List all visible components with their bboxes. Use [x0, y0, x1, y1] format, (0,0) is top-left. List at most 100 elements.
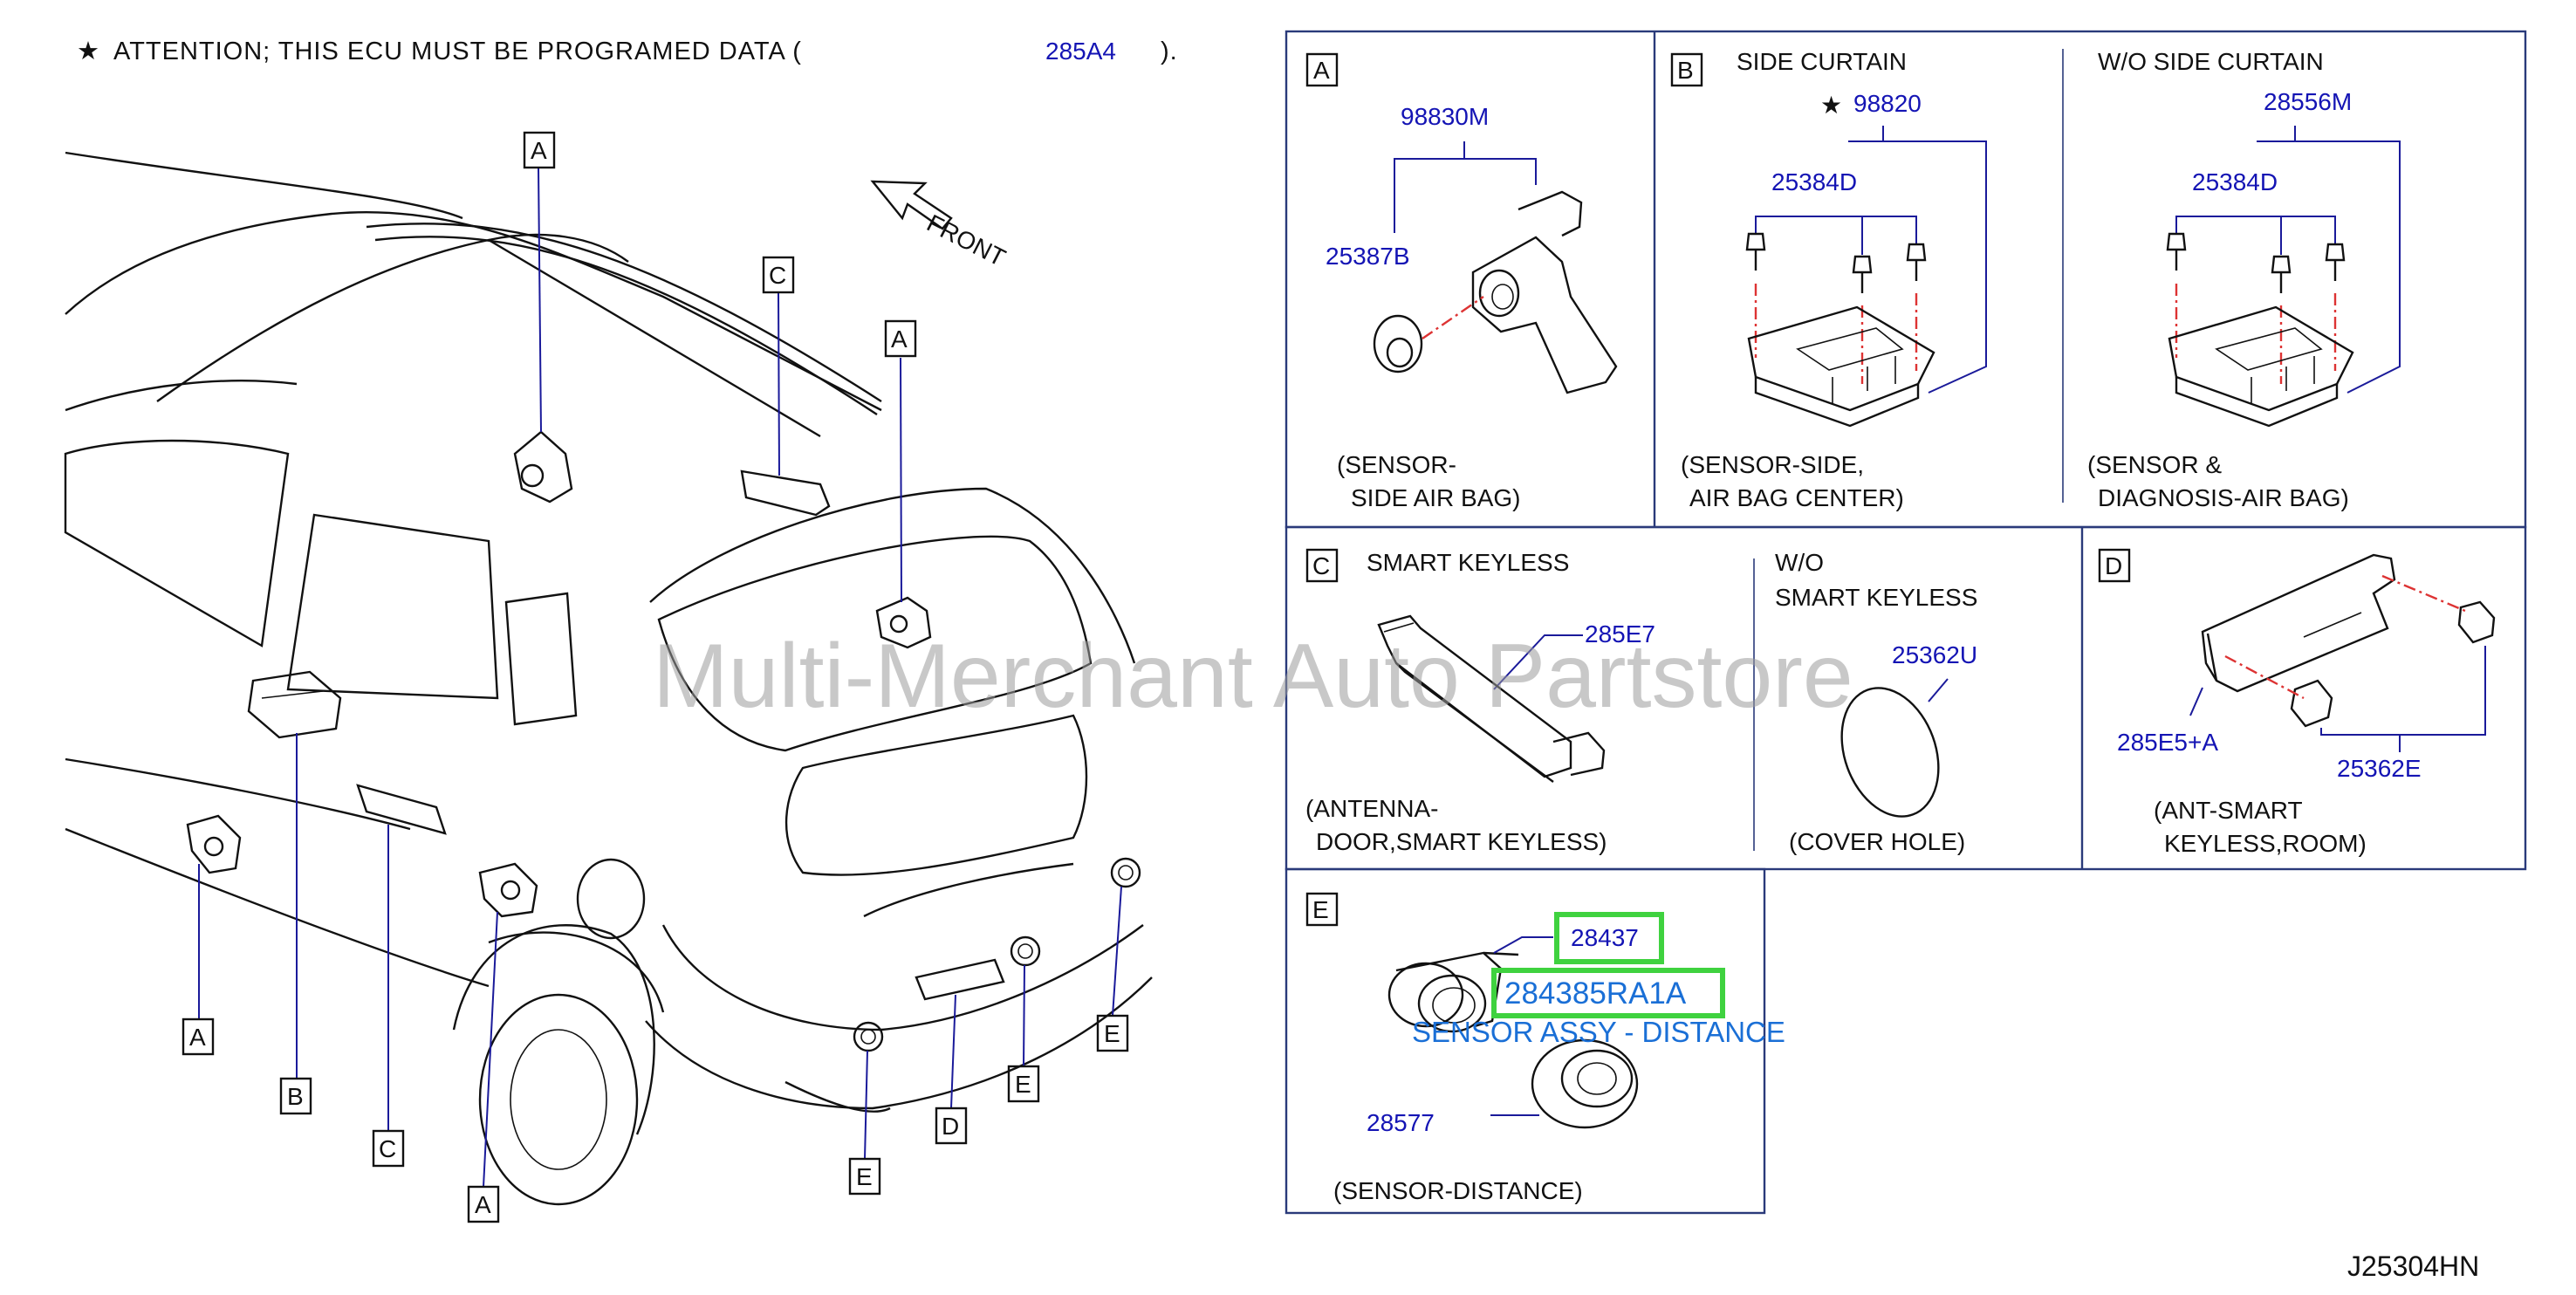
- attention-line: ★ ATTENTION; THIS ECU MUST BE PROGRAMED …: [77, 38, 1178, 65]
- panel-a-letter: A: [1313, 57, 1330, 84]
- svg-text:A: A: [531, 137, 547, 164]
- callout-a-left[interactable]: A: [182, 1018, 215, 1056]
- part-28437[interactable]: 28437: [1571, 924, 1639, 951]
- cover-hole-icon: [1840, 687, 1940, 818]
- panel-e-letter-box: [1305, 892, 1339, 927]
- part-25387b[interactable]: 25387B: [1326, 243, 1410, 270]
- svg-text:E: E: [856, 1163, 873, 1190]
- screws-left-icon: [1745, 232, 1927, 293]
- callout-e-left[interactable]: E: [848, 1157, 881, 1196]
- panel-c-caption-right: (COVER HOLE): [1789, 828, 1965, 855]
- panel-a-letter-box: [1305, 52, 1339, 87]
- part-284385ra1a[interactable]: 284385RA1A: [1504, 976, 1687, 1011]
- part-25362u[interactable]: 25362U: [1892, 641, 1977, 668]
- callout-a-right[interactable]: A: [884, 319, 917, 358]
- attention-text: ATTENTION; THIS ECU MUST BE PROGRAMED DA…: [113, 38, 802, 65]
- panel-b-star: ★: [1820, 92, 1842, 119]
- diagnosis-airbag-module-icon: [2168, 305, 2354, 428]
- vehicle-callouts: A C A A B C A D: [182, 131, 1129, 1223]
- part-98830m[interactable]: 98830M: [1401, 103, 1489, 130]
- svg-text:E: E: [1104, 1020, 1120, 1047]
- part-28556m[interactable]: 28556M: [2264, 88, 2352, 115]
- component-distance-sensor-3[interactable]: [853, 1021, 884, 1052]
- part-98820[interactable]: 98820: [1853, 90, 1922, 117]
- svg-text:D: D: [942, 1113, 959, 1140]
- panel-a: A 98830M 25387B (SENSOR- SIDE AIR BAG): [1305, 52, 1618, 511]
- clip-icon: [2290, 600, 2496, 728]
- svg-text:A: A: [189, 1024, 206, 1051]
- svg-text:B: B: [287, 1083, 304, 1110]
- component-side-sensor-upper[interactable]: [513, 430, 573, 504]
- antenna-door-icon: [1377, 614, 1606, 783]
- part-285e5a[interactable]: 285E5+A: [2117, 729, 2218, 756]
- screws-right-icon: [2166, 232, 2346, 293]
- component-antenna-door[interactable]: [356, 784, 447, 835]
- svg-text:C: C: [769, 262, 786, 289]
- component-side-sensor-rear[interactable]: [186, 814, 242, 874]
- svg-text:E: E: [1015, 1071, 1031, 1098]
- svg-text:C: C: [379, 1135, 396, 1162]
- panel-a-caption-1: (SENSOR-: [1337, 451, 1456, 478]
- panel-d-letter-box: [2098, 548, 2131, 583]
- panel-e: E 28437 284385RA1A SENSOR ASSY - DISTANC…: [1305, 892, 1785, 1204]
- part-25362e[interactable]: 25362E: [2337, 755, 2422, 782]
- callout-a-top[interactable]: A: [523, 131, 556, 169]
- front-indicator: FRONT: [922, 209, 1010, 271]
- panel-d-caption-2: KEYLESS,ROOM): [2164, 830, 2367, 857]
- panel-b-caption-left-2: AIR BAG CENTER): [1689, 484, 1904, 511]
- side-airbag-sensor-icon: [1471, 190, 1618, 394]
- callout-b[interactable]: B: [279, 1077, 312, 1115]
- panel-b-heading-right: W/O SIDE CURTAIN: [2098, 48, 2324, 75]
- component-antenna-roof[interactable]: [740, 469, 831, 517]
- panel-e-letter: E: [1312, 896, 1329, 923]
- panel-c-heading-right-2: SMART KEYLESS: [1775, 584, 1977, 611]
- panel-b-caption-left-1: (SENSOR-SIDE,: [1681, 451, 1864, 478]
- watermark: Multi-Merchant Auto Partstore: [653, 626, 1853, 727]
- attention-star: ★: [77, 38, 100, 65]
- attention-close: ).: [1161, 38, 1178, 65]
- vehicle-leader-lines: [198, 167, 1122, 1188]
- part-28577[interactable]: 28577: [1367, 1109, 1435, 1136]
- panel-frames: [1285, 30, 2527, 1215]
- component-distance-sensor-1[interactable]: [1110, 857, 1141, 888]
- panel-d-caption-1: (ANT-SMART: [2154, 797, 2303, 824]
- callout-c-bottom[interactable]: C: [372, 1129, 405, 1168]
- svg-text:A: A: [891, 325, 908, 353]
- callout-e-middle[interactable]: E: [1007, 1065, 1040, 1103]
- callout-c-top[interactable]: C: [762, 256, 795, 294]
- panel-b: B SIDE CURTAIN W/O SIDE CURTAIN ★ 98820 …: [1670, 48, 2401, 511]
- panel-d-letter: D: [2105, 552, 2122, 579]
- part-285e7[interactable]: 285E7: [1585, 620, 1655, 648]
- panel-c-letter-box: [1305, 548, 1339, 583]
- panel-b-caption-right-1: (SENSOR &: [2087, 451, 2222, 478]
- component-side-sensor-hatch[interactable]: [875, 596, 932, 649]
- vehicle-components: [186, 430, 1141, 1052]
- panel-c: C SMART KEYLESS W/O SMART KEYLESS 285E7 …: [1305, 548, 1977, 855]
- callout-a-bottom[interactable]: A: [467, 1185, 500, 1223]
- part-284385ra1a-highlight: [1491, 968, 1725, 1018]
- callout-d[interactable]: D: [935, 1107, 968, 1145]
- front-label: FRONT: [922, 209, 1010, 271]
- panel-c-heading-right-1: W/O: [1775, 549, 1824, 576]
- component-antenna-bumper[interactable]: [915, 958, 1005, 1001]
- panel-d: D 285E5+A 25362E (ANT-SMART KEYLESS,ROOM…: [2098, 548, 2496, 857]
- panel-b-letter-box: [1670, 52, 1703, 87]
- panel-c-caption-left-1: (ANTENNA-: [1305, 795, 1438, 822]
- part-25384d-left[interactable]: 25384D: [1771, 168, 1857, 195]
- panel-b-letter: B: [1677, 57, 1694, 84]
- component-side-sensor-front[interactable]: [478, 862, 538, 918]
- panel-c-letter: C: [1312, 552, 1330, 579]
- part-28437-highlight: [1554, 912, 1664, 964]
- component-distance-sensor-2[interactable]: [1010, 935, 1041, 967]
- panel-c-caption-left-2: DOOR,SMART KEYLESS): [1316, 828, 1607, 855]
- panel-c-heading-left: SMART KEYLESS: [1367, 549, 1569, 576]
- callout-e-right[interactable]: E: [1096, 1014, 1129, 1052]
- panel-a-caption-2: SIDE AIR BAG): [1351, 484, 1521, 511]
- airbag-center-module-icon: [1747, 305, 1935, 428]
- component-airbag-unit[interactable]: [247, 670, 342, 739]
- attention-code[interactable]: 285A4: [1045, 38, 1116, 65]
- drawing-number: J25304HN: [2347, 1250, 2479, 1282]
- part-25384d-right[interactable]: 25384D: [2192, 168, 2278, 195]
- sensor-bezel-icon: [1531, 1038, 1639, 1129]
